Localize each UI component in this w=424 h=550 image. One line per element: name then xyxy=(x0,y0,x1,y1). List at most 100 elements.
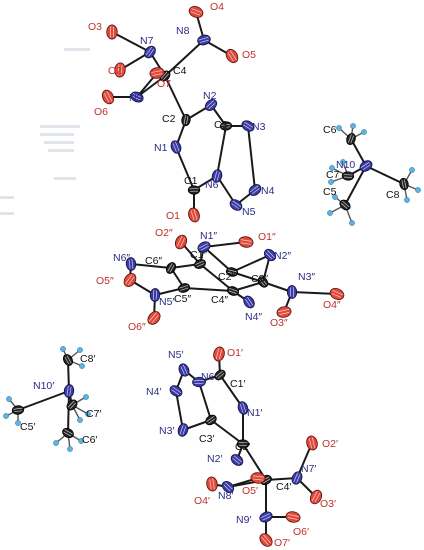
bond-C6p-N6p xyxy=(130,263,172,269)
hydrogen-atom-C6q-2 xyxy=(67,446,73,452)
atom-label-N8q: N8′ xyxy=(218,490,233,502)
hydrogen-atom-C8q-1 xyxy=(60,346,66,352)
bond-N10-C5 xyxy=(344,165,367,206)
atom-label-C2q: C2′ xyxy=(235,441,250,453)
atom-label-O3q: O3′ xyxy=(320,498,336,510)
atom-label-N3p: N3″ xyxy=(298,271,315,283)
atom-C6q xyxy=(62,427,74,439)
atom-N8q xyxy=(221,480,235,494)
atom-label-C2p: C2″ xyxy=(218,271,235,283)
bond-N3p-O4p xyxy=(291,291,338,295)
atom-O3p xyxy=(276,306,292,318)
atom-C3q xyxy=(205,414,217,426)
atom-label-O2: O2 xyxy=(108,65,122,77)
atom-N2p xyxy=(263,248,277,262)
atom-N1 xyxy=(170,140,182,154)
atom-label-N1: N1 xyxy=(154,142,168,154)
atom-C6 xyxy=(346,133,356,145)
hydrogen-atom-C7-2 xyxy=(328,179,334,185)
faded-background-text xyxy=(0,48,90,215)
hydrogen-atom-C6-1 xyxy=(336,125,342,131)
atom-label-O2p: O2″ xyxy=(155,227,173,239)
atom-N1p xyxy=(197,241,211,253)
atom-label-C1p: C1″ xyxy=(190,249,207,261)
atom-label-C6q: C6′ xyxy=(82,434,97,446)
atom-label-C5: C5 xyxy=(323,186,337,198)
atom-label-O1p: O1″ xyxy=(258,231,276,243)
atom-C3 xyxy=(219,121,233,131)
bond-C2p-N2p xyxy=(231,254,271,273)
atom-N1q xyxy=(237,401,249,415)
atom-label-C5q: C5′ xyxy=(20,421,35,433)
atom-label-N4p: N4″ xyxy=(245,311,262,323)
atom-O7 xyxy=(149,67,165,79)
atom-label-N5q: N5′ xyxy=(168,349,183,361)
atom-N4 xyxy=(248,184,262,196)
atom-C1q xyxy=(214,369,226,381)
bond-O3-N7 xyxy=(111,31,151,53)
atom-label-N2: N2 xyxy=(203,90,217,102)
atom-label-N7: N7 xyxy=(140,35,154,47)
hydrogen-atom-C7-1 xyxy=(329,165,335,171)
atom-C7 xyxy=(341,171,355,181)
atom-label-N7q: N7′ xyxy=(301,463,316,475)
atom-C5p xyxy=(177,283,191,293)
atom-O3q xyxy=(309,489,323,505)
atom-C8 xyxy=(399,177,409,191)
atom-N10 xyxy=(359,160,373,172)
atom-O7q xyxy=(259,533,273,547)
bond-N1-C1 xyxy=(175,146,195,191)
atom-label-O7: O7 xyxy=(157,78,171,90)
atom-N8 xyxy=(197,34,211,46)
hydrogen-atom-C7q-3 xyxy=(77,417,83,423)
atom-label-C7: C7 xyxy=(326,169,340,181)
atom-label-N4: N4 xyxy=(261,185,275,197)
atom-label-N1q: N1′ xyxy=(247,407,262,419)
hydrogen-atom-C8q-3 xyxy=(79,363,85,369)
atom-label-N3q: N3′ xyxy=(159,425,174,437)
atom-label-C4: C4 xyxy=(173,65,187,77)
atom-label-N10q: N10′ xyxy=(33,380,54,392)
atom-C2p xyxy=(225,267,239,277)
atom-O3 xyxy=(106,24,118,40)
atom-label-O3: O3 xyxy=(88,21,102,33)
atom-O5q xyxy=(250,472,266,484)
atom-label-C2: C2 xyxy=(162,113,176,125)
atom-O1q xyxy=(213,346,225,362)
atom-N2q xyxy=(230,454,244,466)
atom-label-O1q: O1′ xyxy=(227,347,243,359)
bond-C2q-C3q xyxy=(210,419,244,445)
hydrogen-atom-C7q-2 xyxy=(85,411,91,417)
atom-O1p xyxy=(238,236,254,248)
atom-label-N6p: N6″ xyxy=(113,252,130,264)
atom-O2q xyxy=(306,435,318,451)
atom-label-C3q: C3′ xyxy=(199,433,214,445)
atom-O4 xyxy=(188,6,204,18)
atom-label-N2q: N2′ xyxy=(207,453,222,465)
atom-label-N6: N6 xyxy=(205,179,219,191)
hydrogen-atom-C8-1 xyxy=(409,167,415,173)
bond-C3q-N6q xyxy=(198,381,212,421)
atom-N9q xyxy=(259,511,273,523)
atom-label-N9: N9 xyxy=(129,92,143,104)
hydrogen-atom-C8-2 xyxy=(415,187,421,193)
hydrogen-atom-C5q-3 xyxy=(15,420,21,426)
atom-label-N3: N3 xyxy=(252,121,266,133)
atom-label-O7q: O7′ xyxy=(274,537,290,549)
bond-N10-C8 xyxy=(365,165,405,185)
hydrogen-atom-C6q-1 xyxy=(53,440,59,446)
hydrogen-atom-C6-2 xyxy=(350,123,356,129)
hydrogen-atom-C6q-3 xyxy=(78,438,84,444)
bond-C4-C2 xyxy=(164,75,187,121)
atom-N3 xyxy=(241,120,255,132)
atom-layer xyxy=(11,6,409,547)
hydrogen-atom-layer xyxy=(3,123,421,452)
bond-N10q-C6q xyxy=(67,390,70,434)
atom-N3p xyxy=(286,285,298,299)
atom-label-C6: C6 xyxy=(323,124,337,136)
atom-C1 xyxy=(187,185,201,195)
atom-label-O3p: O3″ xyxy=(270,317,288,329)
atom-C2q xyxy=(236,439,250,449)
